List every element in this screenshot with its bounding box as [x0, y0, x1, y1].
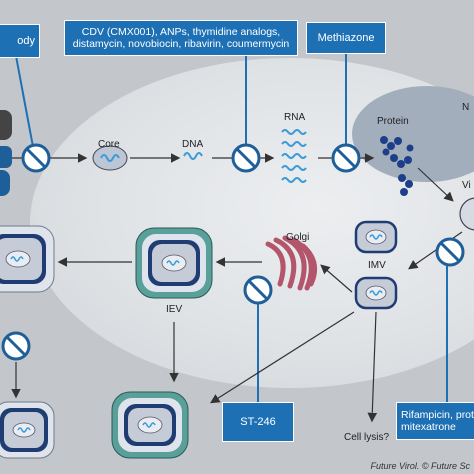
- label-vi: Vi: [462, 180, 471, 191]
- core-dna: [100, 154, 120, 162]
- protein-beads: [380, 136, 414, 196]
- antibody-box: ody: [0, 24, 40, 58]
- label-imv: IMV: [368, 260, 386, 271]
- arrow-protein-vi: [417, 167, 454, 202]
- inhibitor-st246: [243, 275, 273, 305]
- core-particle: [92, 145, 128, 171]
- left-top-particle: [0, 110, 12, 140]
- nucleus: [352, 86, 474, 182]
- methiazone-box: Methiazone: [306, 22, 386, 54]
- label-cell-lysis: Cell lysis?: [344, 432, 390, 443]
- inhibitor-dna-synthesis: [231, 143, 261, 173]
- inhibitor-left: [1, 331, 31, 361]
- label-iev: IEV: [166, 304, 183, 315]
- arrow-imv-lysis: [367, 311, 378, 423]
- figure-credit: Future Virol. © Future Sc: [370, 461, 470, 471]
- golgi-apparatus: [265, 235, 318, 291]
- label-core: Core: [98, 139, 120, 150]
- left-entry-particle: [0, 170, 10, 196]
- antibody-connector: [15, 55, 35, 153]
- inhibitor-methiazone: [331, 143, 361, 173]
- label-golgi: Golgi: [286, 232, 310, 243]
- cdv-drugs-box: CDV (CMX001), ANPs, thymidine analogs, d…: [64, 20, 298, 56]
- inhibitor-antibody: [21, 143, 51, 173]
- inhibitor-rifampicin: [435, 237, 465, 267]
- st246-box: ST-246: [222, 402, 294, 442]
- label-nucleus: N: [462, 102, 470, 113]
- label-dna: DNA: [182, 139, 204, 150]
- rna-strands: [281, 129, 307, 183]
- vi-particle: [459, 197, 474, 231]
- arrow-imv-release: [209, 311, 355, 404]
- arrow-imv-golgi: [320, 264, 353, 293]
- rifampicin-box: Rifampicin, prote mitexatrone: [396, 402, 474, 440]
- label-protein: Protein: [377, 116, 409, 127]
- dna-strand: [183, 152, 203, 160]
- label-rna: RNA: [284, 112, 306, 123]
